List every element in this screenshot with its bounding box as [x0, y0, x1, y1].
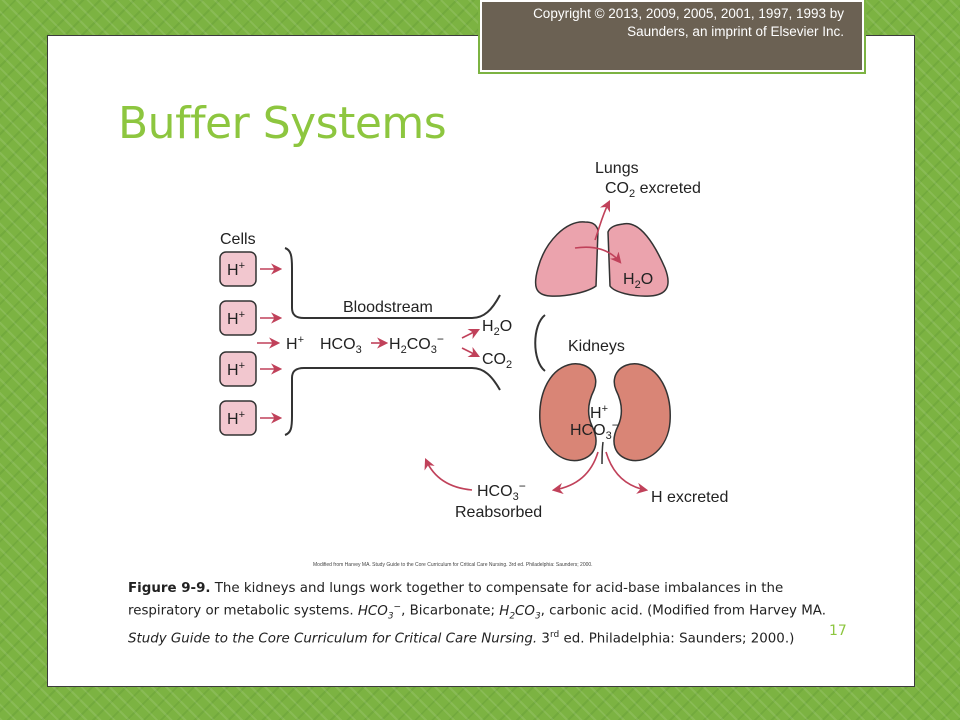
h-excreted-label: H excreted: [651, 489, 728, 506]
equation-arrow-to-co2: [461, 346, 481, 358]
lungs-label: Lungs: [595, 160, 639, 177]
figure-caption: Figure 9-9. The kidneys and lungs work t…: [128, 581, 826, 647]
return-arrow: [424, 457, 473, 491]
vessel-opening: [534, 314, 546, 372]
h2co3-abbrev: H2CO3: [499, 603, 541, 622]
vessel-wall-top: [284, 247, 501, 319]
excrete-arrow: [605, 451, 649, 494]
equation-h2o: H2O: [482, 318, 512, 338]
reabsorbed-label: Reabsorbed: [455, 504, 542, 521]
reabsorbed-hco3: HCO3−: [477, 479, 526, 503]
co2-out-arrow: [594, 199, 611, 241]
slide: [47, 35, 915, 687]
reabsorb-arrow: [551, 451, 599, 495]
left-lung-shape: [534, 221, 599, 297]
hco3-abbrev: HCO3−: [357, 602, 402, 622]
equation-hco3: HCO3: [320, 336, 362, 356]
lungs-h2o-label: H2O: [623, 271, 653, 291]
figure-label: Figure 9-9.: [128, 581, 211, 596]
book-title: Study Guide to the Core Curriculum for C…: [128, 631, 538, 647]
vessel-wall-bottom: [284, 367, 501, 436]
kidneys-label: Kidneys: [568, 338, 625, 355]
equation-h2co3: H2CO3−: [389, 332, 444, 356]
equation-arrow-to-h2o: [461, 328, 481, 340]
cell-box-1: H+: [219, 251, 283, 287]
h2o-in-arrow: [574, 246, 622, 264]
kidney-hco3: HCO3−: [570, 418, 619, 442]
cell-box-2: H+: [219, 300, 283, 336]
co2-excreted-label: CO2 excreted: [605, 180, 701, 200]
copyright-notice: Copyright © 2013, 2009, 2005, 2001, 1997…: [478, 0, 866, 74]
ureter-line: [601, 441, 604, 465]
left-kidney-shape: [539, 363, 597, 462]
bloodstream-label: Bloodstream: [343, 299, 433, 316]
figure-credit: Modified from Harvey MA. Study Guide to …: [313, 562, 593, 568]
cells-label: Cells: [220, 231, 256, 248]
right-kidney-shape: [613, 363, 671, 462]
buffer-systems-diagram: Lungs CO2 excreted H2O Cells H+ H+ H+ H+…: [219, 160, 728, 521]
kidney-h-plus: H+: [590, 403, 608, 422]
page-number: 17: [829, 623, 847, 639]
right-lung-shape: [607, 222, 669, 297]
slide-title: Buffer Systems: [118, 98, 447, 149]
cell-box-4: H+: [219, 400, 283, 436]
equation-co2: CO2: [482, 351, 512, 371]
equation-h-plus: H+: [286, 334, 304, 353]
cell-box-3: H+: [219, 351, 283, 387]
